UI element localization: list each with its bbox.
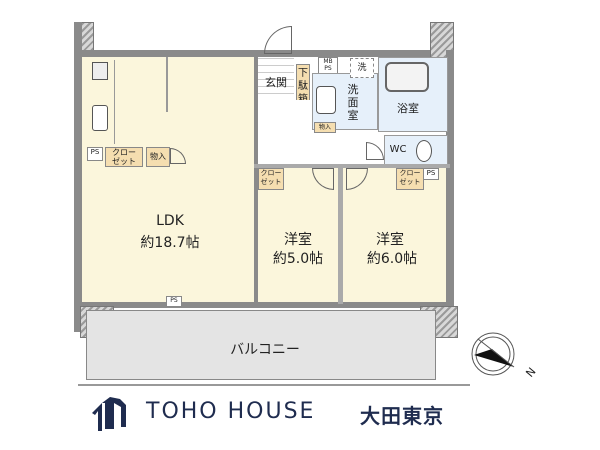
wall-hall-bottom <box>254 164 450 168</box>
outer-wall-top-bath <box>310 50 450 57</box>
wall-bedroom-divider <box>338 164 343 304</box>
toilet-icon <box>416 140 432 162</box>
inner-wall-bottom <box>74 302 454 308</box>
storage-ldk: 物入 <box>146 147 170 167</box>
door-wc[interactable] <box>366 142 384 160</box>
bathtub-icon <box>385 62 429 92</box>
closet-label: クローゼット <box>112 148 136 166</box>
western-1-size: 約5.0帖 <box>272 251 324 267</box>
balcony <box>86 310 436 380</box>
shoe-cabinet-label: 下駄箱 <box>298 68 308 105</box>
room-entrance <box>258 57 294 100</box>
ps-tag-bottom: PS <box>166 296 182 307</box>
bathroom-label: 浴室 <box>397 102 419 115</box>
storage-washroom: 物入 <box>314 122 336 133</box>
balcony-edge <box>78 384 470 386</box>
ldk-partition-line <box>166 57 168 112</box>
compass-north-label: N <box>523 365 539 380</box>
ldk-size: 約18.7帖 <box>140 235 200 251</box>
outer-wall-right <box>446 50 454 312</box>
stove-icon <box>92 62 108 80</box>
sink-icon <box>92 105 108 131</box>
washer-space: 洗 <box>350 58 374 78</box>
room-western-2 <box>343 168 446 302</box>
brand-logo-icon <box>92 395 128 433</box>
washbasin-icon <box>316 86 336 114</box>
wall-entry-left <box>254 57 258 302</box>
closet-ldk: クローゼット <box>105 147 143 167</box>
outer-wall-left <box>74 22 82 332</box>
closet-western-1: クローゼット <box>258 168 284 190</box>
ldk-name: LDK <box>156 213 184 229</box>
front-door[interactable] <box>264 26 292 54</box>
brand-name: TOHO HOUSE <box>146 399 316 424</box>
compass-icon <box>470 331 516 377</box>
closet-label: クローゼット <box>260 169 282 186</box>
closet-label: クローゼット <box>399 169 421 186</box>
washroom-label: 洗面室 <box>347 83 359 122</box>
western-1-name: 洋室 <box>284 232 312 248</box>
wc-label: WC <box>389 144 407 155</box>
corner-column-top-right <box>430 22 454 58</box>
balcony-label: バルコニー <box>230 342 300 358</box>
western-2-name: 洋室 <box>376 232 404 248</box>
ps-tag-wc: PS <box>423 168 439 180</box>
entrance-label: 玄関 <box>265 76 287 89</box>
mb-ps-label: MB PS <box>323 58 333 72</box>
outer-wall-top-ldk <box>74 50 260 57</box>
closet-western-2: クローゼット <box>396 168 424 190</box>
brand-branch: 大田東京 <box>360 404 444 428</box>
ps-tag-ldk: PS <box>87 147 103 161</box>
western-2-size: 約6.0帖 <box>366 251 418 267</box>
room-western-1 <box>258 168 338 302</box>
mb-ps-tag: MB PS <box>318 57 338 75</box>
